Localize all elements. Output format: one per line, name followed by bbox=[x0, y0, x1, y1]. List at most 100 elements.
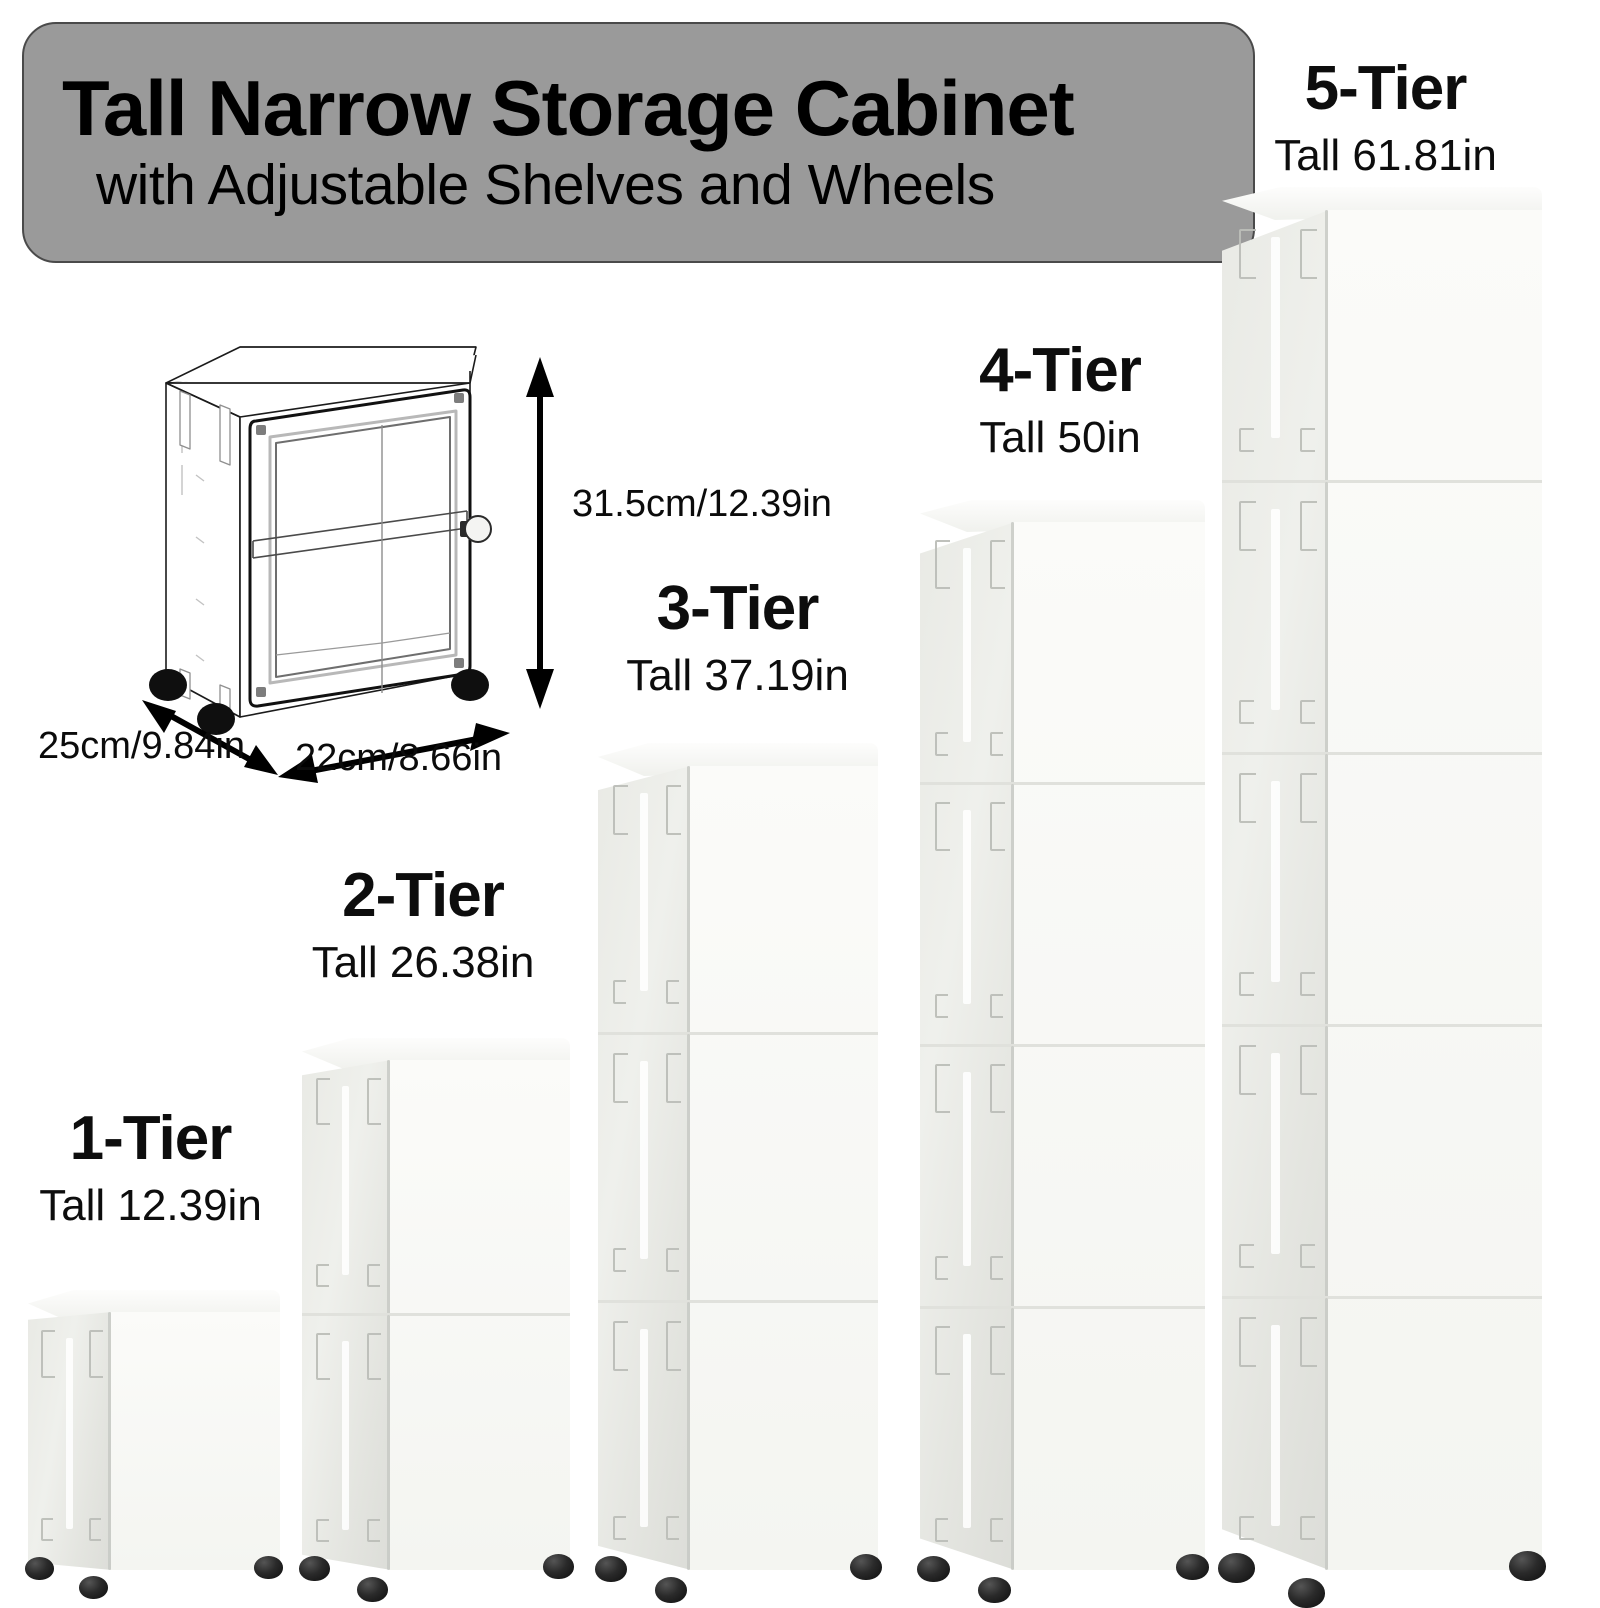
cabinet-tier-module[interactable] bbox=[1222, 754, 1542, 1026]
cabinet-front-face bbox=[1328, 210, 1542, 1570]
cabinet-tier-module[interactable] bbox=[1222, 210, 1542, 482]
side-panel-latch bbox=[1300, 773, 1317, 823]
side-panel-latch bbox=[613, 980, 626, 1004]
tier-height-2: Tall 26.38in bbox=[311, 938, 535, 987]
side-panel-latch bbox=[1300, 1244, 1315, 1268]
side-panel-seam bbox=[687, 1302, 690, 1570]
caster-wheel bbox=[595, 1556, 627, 1582]
caster-wheel bbox=[79, 1576, 108, 1599]
cabinet-unit-5-tier[interactable] bbox=[1218, 187, 1546, 1608]
side-panel-seam bbox=[687, 766, 690, 1034]
side-panel-latch bbox=[1300, 428, 1315, 452]
tier-label-3: 3-Tier bbox=[656, 574, 820, 643]
side-panel-seam bbox=[1325, 754, 1328, 1026]
caption-3-tier: 3-Tier Tall 37.19in bbox=[610, 578, 865, 698]
side-panel-latch bbox=[613, 1248, 626, 1272]
cabinet-tier-module[interactable] bbox=[302, 1060, 570, 1315]
side-panel-latch bbox=[935, 1256, 948, 1280]
side-panel-seam bbox=[1325, 210, 1328, 482]
side-panel-latch bbox=[1239, 773, 1256, 823]
side-panel-latch bbox=[1239, 501, 1256, 551]
caption-1-tier: 1-Tier Tall 12.39in bbox=[28, 1108, 273, 1228]
cabinet-wireframe-svg bbox=[142, 346, 554, 783]
side-panel-latch bbox=[316, 1333, 330, 1380]
cabinet-tier-module[interactable] bbox=[920, 522, 1205, 784]
side-panel-latch bbox=[89, 1518, 101, 1541]
side-panel-ridge bbox=[1271, 1325, 1280, 1526]
cabinet-tier-module[interactable] bbox=[920, 784, 1205, 1046]
cabinet-tier-module[interactable] bbox=[920, 1308, 1205, 1570]
side-panel-latch bbox=[1300, 1516, 1315, 1540]
side-panel-ridge bbox=[1271, 237, 1280, 438]
side-panel-latch bbox=[1239, 1244, 1254, 1268]
side-panel-latch bbox=[990, 1518, 1003, 1542]
side-panel-latch bbox=[1239, 1317, 1256, 1367]
cabinet-tier-module[interactable] bbox=[1222, 1298, 1542, 1570]
side-panel-latch bbox=[990, 994, 1003, 1018]
caption-2-tier: 2-Tier Tall 26.38in bbox=[298, 865, 548, 985]
height-dimension-arrow bbox=[526, 357, 554, 709]
depth-dimension-label: 25cm/9.84in bbox=[38, 725, 246, 767]
side-panel-latch bbox=[1300, 229, 1317, 279]
cabinet-unit-1-tier[interactable] bbox=[25, 1290, 283, 1599]
side-panel-ridge bbox=[963, 1334, 971, 1528]
side-panel-latch bbox=[613, 785, 628, 835]
side-panel-latch bbox=[41, 1330, 55, 1378]
cabinet-tier-module[interactable] bbox=[598, 1034, 878, 1302]
cabinet-unit-2-tier[interactable] bbox=[299, 1038, 574, 1602]
side-panel-latch bbox=[367, 1519, 380, 1542]
side-panel-latch bbox=[613, 1053, 628, 1103]
caster-wheel bbox=[1218, 1553, 1255, 1583]
side-panel-seam bbox=[1011, 784, 1014, 1046]
cabinet-tier-module[interactable] bbox=[598, 766, 878, 1034]
tier-height-3: Tall 37.19in bbox=[626, 651, 849, 700]
side-panel-seam bbox=[1325, 1298, 1328, 1570]
cabinet-unit-3-tier[interactable] bbox=[595, 743, 882, 1603]
side-panel-latch bbox=[41, 1518, 53, 1541]
cabinet-tier-module[interactable] bbox=[920, 1046, 1205, 1308]
page-subtitle: with Adjustable Shelves and Wheels bbox=[96, 153, 995, 218]
module-seam bbox=[1222, 752, 1542, 755]
side-panel-latch bbox=[666, 1516, 679, 1540]
module-seam bbox=[920, 782, 1205, 785]
side-panel-latch bbox=[367, 1333, 381, 1380]
side-panel-latch bbox=[1300, 700, 1315, 724]
module-seam bbox=[1222, 1296, 1542, 1299]
tier-height-1: Tall 12.39in bbox=[39, 1181, 262, 1230]
caption-5-tier: 5-Tier Tall 61.81in bbox=[1248, 58, 1523, 178]
side-panel-ridge bbox=[963, 1072, 971, 1266]
cabinet-tier-module[interactable] bbox=[302, 1315, 570, 1570]
cabinet-front-face bbox=[690, 766, 878, 1570]
dimension-diagram: 31.5cm/12.39in 25cm/9.84in 22cm/8.66in bbox=[38, 325, 860, 795]
side-panel-seam bbox=[387, 1060, 390, 1315]
side-panel-latch bbox=[1300, 1317, 1317, 1367]
side-panel-ridge bbox=[1271, 1053, 1280, 1254]
caster-wheel bbox=[850, 1554, 882, 1580]
cabinet-front-face bbox=[111, 1312, 280, 1570]
side-panel-latch bbox=[1239, 1045, 1256, 1095]
caster-wheel bbox=[1509, 1551, 1546, 1581]
side-panel-ridge bbox=[640, 793, 648, 991]
tier-label-1: 1-Tier bbox=[69, 1104, 233, 1173]
side-panel-latch bbox=[367, 1264, 380, 1287]
side-panel-ridge bbox=[342, 1086, 349, 1275]
cabinet-tier-module[interactable] bbox=[1222, 1026, 1542, 1298]
side-panel-seam bbox=[1011, 522, 1014, 784]
side-panel-latch bbox=[990, 802, 1005, 851]
module-seam bbox=[1222, 1024, 1542, 1027]
side-panel-latch bbox=[1300, 972, 1315, 996]
side-panel-seam bbox=[687, 1034, 690, 1302]
side-panel-seam bbox=[108, 1312, 111, 1570]
caption-4-tier: 4-Tier Tall 50in bbox=[935, 340, 1185, 460]
side-panel-latch bbox=[666, 785, 681, 835]
caster-wheel bbox=[254, 1556, 283, 1579]
cabinet-tier-module[interactable] bbox=[28, 1312, 280, 1570]
page-title: Tall Narrow Storage Cabinet bbox=[62, 63, 1075, 152]
cabinet-unit-4-tier[interactable] bbox=[917, 500, 1209, 1603]
cabinet-tier-module[interactable] bbox=[1222, 482, 1542, 754]
tier-label-2: 2-Tier bbox=[342, 861, 505, 930]
cabinet-tier-module[interactable] bbox=[598, 1302, 878, 1570]
side-panel-latch bbox=[89, 1330, 103, 1378]
caster-wheel bbox=[917, 1556, 950, 1582]
caster-wheel bbox=[1288, 1578, 1325, 1608]
